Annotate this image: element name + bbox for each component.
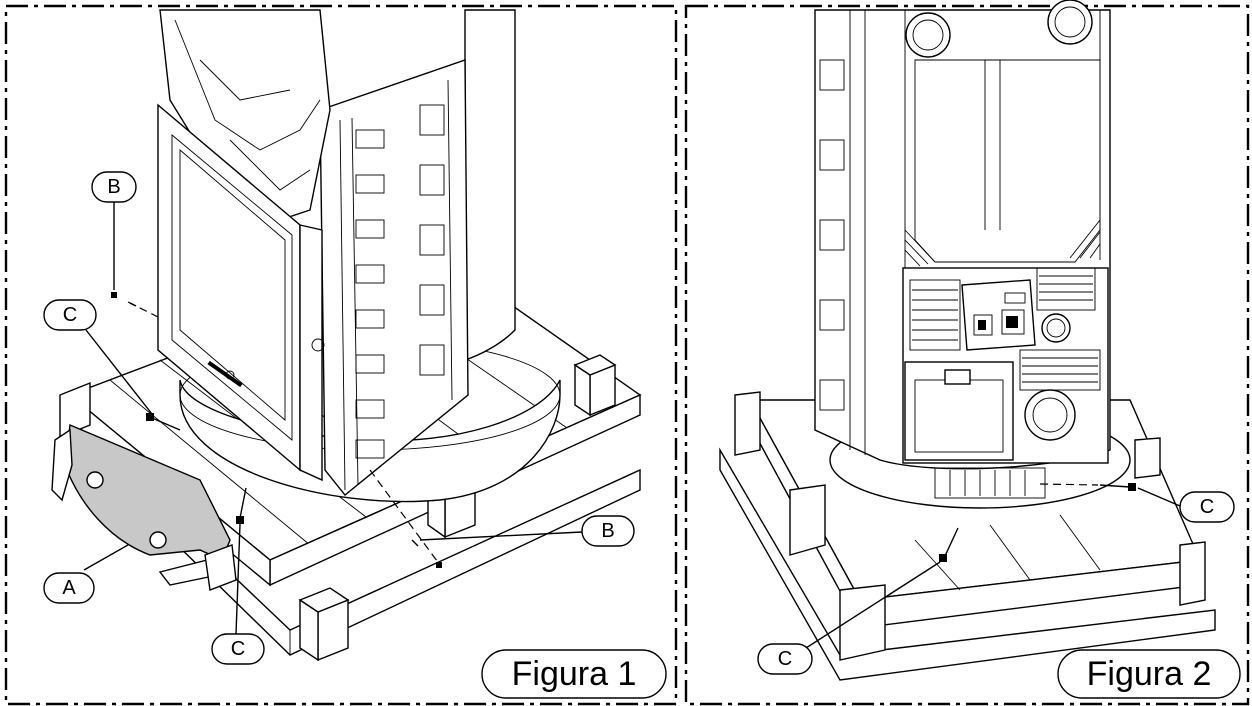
callout-c-right: C [1179,491,1235,523]
callout-label: C [63,304,77,326]
callout-label: B [601,520,614,542]
screw-c-left [146,413,181,431]
figure-1-label: Figura 1 [481,649,667,699]
panel-2-border [684,4,1250,706]
screw-b-right [369,469,442,568]
screw-b-top [111,292,161,319]
callout-c-bottom: C [211,633,265,665]
callout-c-left: C [43,299,97,331]
callout-label: C [778,648,792,670]
callout-c-bottom: C [757,643,813,675]
vent-grille [1019,267,1101,391]
callout-label: B [107,176,120,198]
door-glass [179,149,286,421]
callout-label: A [62,577,76,599]
screw-c-bottom [236,487,247,524]
figure-2-label: Figura 2 [1057,649,1241,699]
stove-side-panel [319,59,469,496]
pallet-block [573,354,617,417]
callout-label: C [231,638,245,660]
svg-text:Figura 2: Figura 2 [1087,655,1212,693]
vent-grille [909,279,961,351]
callout-label: C [1200,496,1214,518]
callout-b-top: B [91,171,137,203]
access-door [904,361,1014,461]
panel-1-border [4,4,678,706]
figure-2-drawing: C C Figura 2 [719,0,1241,699]
pallet-block [59,381,91,439]
svg-text:Figura 1: Figura 1 [512,655,637,693]
callout-a: A [43,572,95,604]
figure-1-drawing: B C A C B Figura 1 [43,9,667,699]
control-box [961,279,1036,351]
callout-b-right: B [581,515,635,547]
stove-rear-panel [464,9,516,361]
pallet-block [298,587,350,662]
screw-c-right [1039,483,1136,491]
screw-c-bottom [939,527,959,562]
